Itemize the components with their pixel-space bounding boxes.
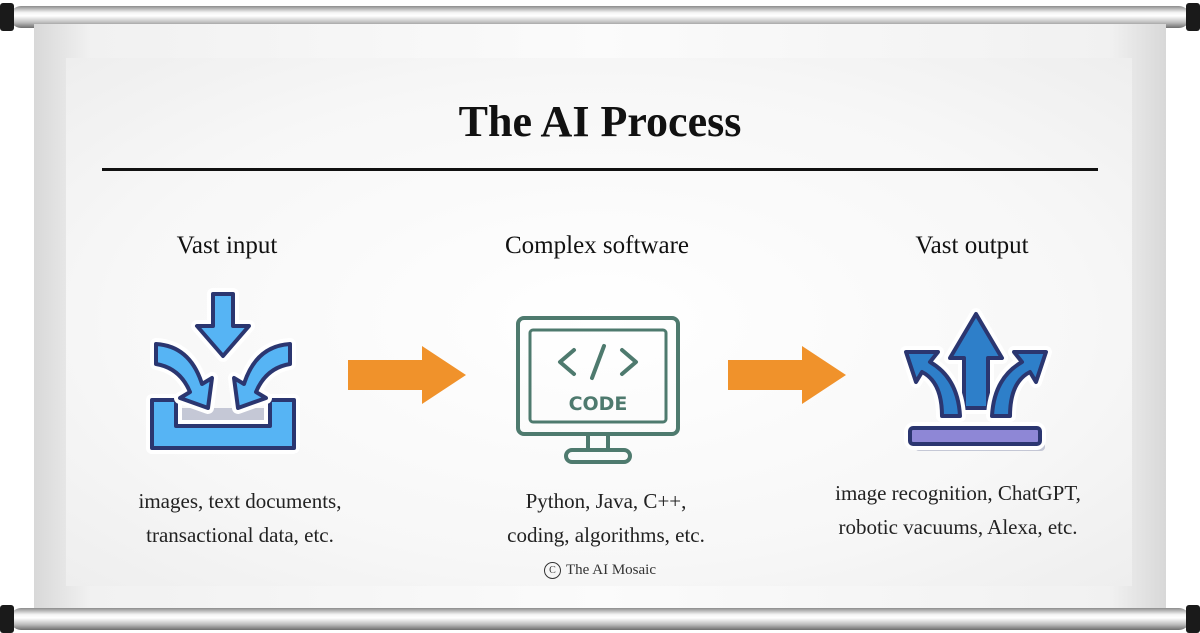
title-divider: [102, 168, 1098, 171]
stage-label-input: Vast input: [176, 232, 278, 259]
code-label: CODE: [569, 393, 628, 415]
stage-text-line: image recognition, ChatGPT,: [835, 481, 1081, 505]
stage-text-line: images, text documents,: [138, 489, 342, 513]
stage-text-line: coding, algorithms, etc.: [507, 523, 705, 547]
stage-label-software: Complex software: [505, 232, 689, 259]
copyright-credit: C The AI Mosaic: [0, 562, 1200, 579]
flow-arrow-1: [348, 346, 466, 404]
copyright-icon: C: [544, 562, 561, 579]
output-icon: [900, 308, 1052, 451]
stage-label-output: Vast output: [915, 232, 1029, 259]
input-icon: [146, 288, 300, 454]
stage-text-output: image recognition, ChatGPT, robotic vacu…: [788, 476, 1128, 544]
flow-arrow-2: [728, 346, 846, 404]
stage-text-software: Python, Java, C++, coding, algorithms, e…: [436, 484, 776, 552]
code-monitor-icon: CODE: [516, 316, 680, 464]
credit-text: The AI Mosaic: [566, 562, 656, 578]
diagram-title: The AI Process: [458, 97, 742, 146]
stage-text-line: Python, Java, C++,: [525, 489, 687, 513]
stage-text-line: transactional data, etc.: [146, 523, 334, 547]
stage-text-input: images, text documents, transactional da…: [70, 484, 410, 552]
stage-text-line: robotic vacuums, Alexa, etc.: [838, 515, 1078, 539]
